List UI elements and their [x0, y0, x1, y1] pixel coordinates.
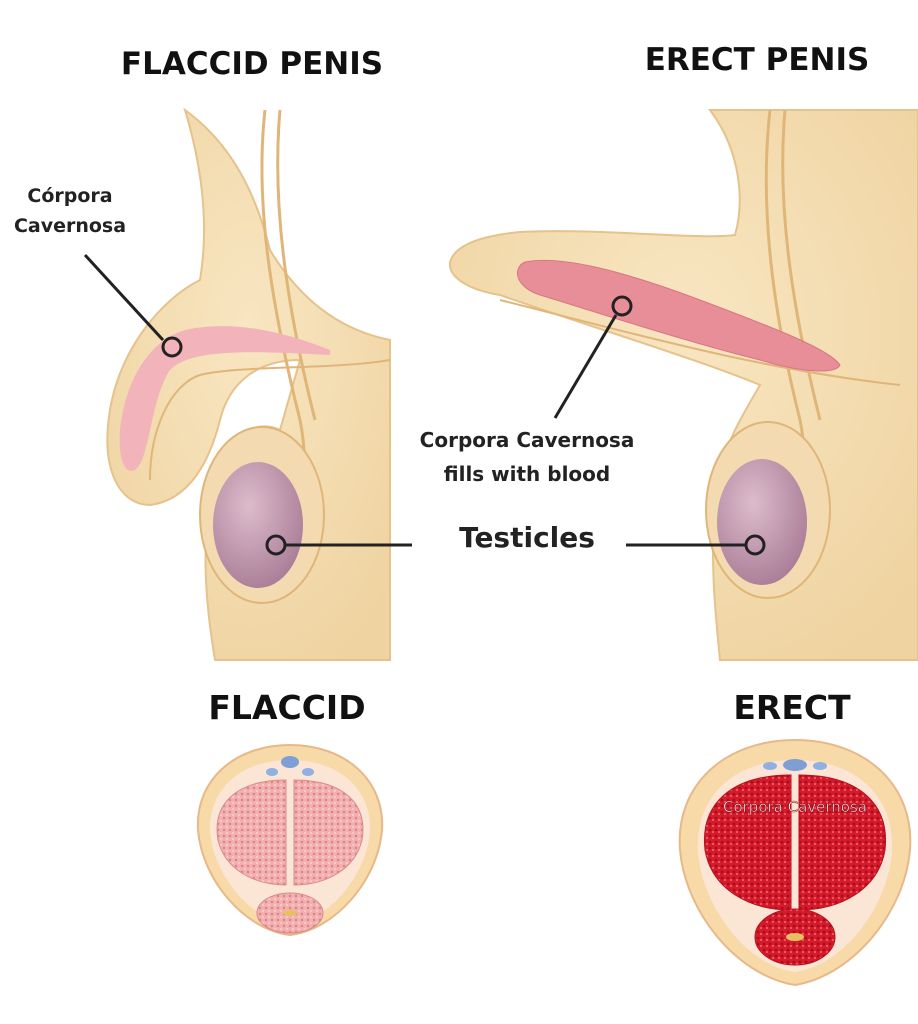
label-corpora-fills-1: Corpora Cavernosa: [420, 428, 635, 452]
flaccid-artery-right: [302, 768, 314, 776]
flaccid-artery-left: [266, 768, 278, 776]
erect-shaft-line: [499, 299, 901, 386]
title-erect: ERECT: [733, 688, 851, 727]
flaccid-shaft-line: [149, 359, 391, 481]
label-corpora-cavernosa-left-2: Cavernosa: [14, 215, 126, 237]
pointer-dot-corpora-erect: [611, 295, 633, 317]
flaccid-vein: [281, 756, 299, 768]
pointer-dot-testicle-right: [744, 534, 766, 556]
flaccid-testicle: [213, 462, 303, 588]
erect-urethra-inner: [781, 109, 822, 421]
erect-corpora-cavernosa: [516, 259, 841, 372]
label-corpora-cavernosa-left-1: Córpora: [27, 185, 112, 207]
erect-body-skin: [448, 109, 918, 661]
erect-vein: [783, 759, 807, 771]
erect-anatomy: [448, 109, 918, 661]
erect-corpus-right: [798, 774, 887, 911]
flaccid-corpus-left: [216, 779, 287, 886]
label-cross-section-corpora: Corpora Cavernosa: [723, 798, 867, 816]
flaccid-urethra-inner: [276, 109, 317, 421]
flaccid-urethra-section: [283, 910, 297, 916]
flaccid-cross-section: [196, 743, 384, 937]
pointer-dot-corpora-left: [161, 336, 183, 358]
label-testicles: Testicles: [459, 521, 595, 554]
flaccid-anatomy: [106, 107, 391, 661]
pointer-line-corpora-left: [83, 253, 165, 342]
erect-testicle: [717, 459, 807, 585]
erect-corpus-left: [703, 774, 792, 911]
label-corpora-fills-2: fills with blood: [444, 462, 610, 486]
erect-cross-section: Corpora Cavernosa: [678, 738, 912, 987]
title-erect-penis: ERECT PENIS: [645, 42, 870, 78]
erect-artery-right: [813, 762, 827, 770]
title-flaccid-penis: FLACCID PENIS: [121, 46, 383, 82]
flaccid-corpus-right: [293, 779, 364, 886]
erect-urethra-section: [786, 933, 804, 941]
title-flaccid: FLACCID: [208, 688, 365, 727]
pointer-line-corpora-erect: [553, 314, 618, 419]
flaccid-corpora-cavernosa: [119, 326, 330, 471]
erect-artery-left: [763, 762, 777, 770]
